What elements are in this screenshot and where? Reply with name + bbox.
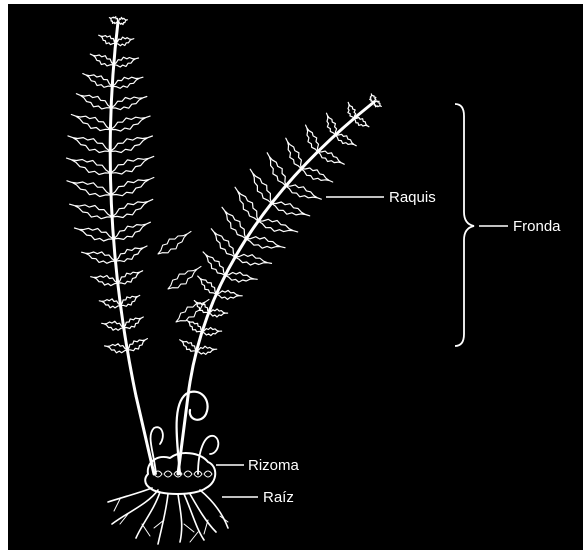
inner-pinna: [158, 231, 191, 254]
left-frond-pinna: [110, 156, 153, 174]
right-frond-pinna: [202, 328, 222, 336]
right-frond-pinna: [272, 202, 310, 216]
right-frond-pinna: [186, 320, 202, 332]
root: [178, 494, 182, 542]
left-frond-pinna: [105, 344, 128, 353]
label-raquis: Raquis: [389, 189, 436, 206]
left-frond-pinna: [112, 77, 143, 88]
label-raiz: Raíz: [263, 489, 294, 506]
fiddlehead: [177, 392, 208, 474]
left-frond-pinna: [116, 37, 134, 46]
rootlet: [220, 516, 228, 522]
left-frond-pinna: [111, 178, 154, 196]
right-frond-pinna: [370, 94, 376, 102]
left-frond-pinna: [99, 299, 120, 308]
right-frond-pinna: [286, 185, 322, 199]
right-frond-rachis: [188, 102, 374, 396]
right-frond-pinna: [327, 113, 337, 135]
left-frond-pinna: [67, 181, 111, 197]
rootlet: [204, 520, 208, 534]
root: [190, 494, 216, 532]
inner-pinna: [168, 266, 201, 289]
rhizome-scale: [164, 471, 172, 477]
rootlet: [184, 524, 194, 532]
rhizome-scale: [184, 471, 192, 477]
right-frond-pinna: [216, 290, 242, 299]
root: [158, 494, 168, 544]
right-frond-pinna: [222, 207, 246, 239]
left-frond-pinna: [109, 17, 118, 24]
left-frond-pinna: [127, 339, 147, 351]
left-frond-pinna: [121, 295, 140, 306]
left-frond-pinna: [112, 199, 153, 217]
diagram-canvas: Raquis Fronda Rizoma Raíz: [8, 4, 583, 550]
left-frond-pinna: [99, 35, 116, 44]
right-frond-pinna: [318, 151, 344, 164]
left-frond-pinna: [110, 136, 152, 153]
left-frond-pinna: [67, 158, 111, 174]
right-frond-pinna: [354, 118, 369, 127]
left-frond-pinna: [70, 204, 113, 219]
right-frond-pinna: [209, 309, 228, 317]
right-frond-pinna: [374, 101, 381, 107]
left-frond-pinna: [114, 222, 151, 239]
right-frond-pinna: [258, 219, 298, 232]
right-frond-pinna: [250, 169, 271, 203]
right-frond-pinna: [235, 254, 271, 265]
left-frond-pinna: [75, 228, 114, 241]
rootlet: [142, 524, 150, 536]
right-frond-pinna: [348, 102, 356, 118]
right-frond-pinna: [246, 237, 285, 249]
left-frond-pinna: [76, 94, 111, 109]
right-frond-pinna: [235, 187, 258, 221]
fern-diagram: Raquis Fronda Rizoma Raíz: [8, 4, 583, 550]
right-frond-pinna: [198, 276, 217, 294]
left-frond-pinna: [110, 116, 150, 131]
left-frond-pinna: [91, 276, 118, 286]
label-rizoma: Rizoma: [248, 457, 300, 474]
root: [136, 492, 160, 538]
right-frond-pinna: [180, 340, 197, 352]
left-frond-pinna: [118, 271, 143, 284]
right-frond-pinna: [335, 134, 356, 145]
right-frond-pinna: [301, 168, 333, 182]
fronda-bracket: [455, 104, 474, 346]
right-frond-pinna: [267, 153, 286, 186]
rootlet: [114, 499, 120, 511]
left-frond-pinna: [90, 54, 113, 66]
right-frond-pinna: [286, 138, 302, 169]
root: [108, 488, 152, 502]
left-frond-pinna: [111, 97, 147, 110]
left-frond-pinna: [83, 74, 112, 88]
left-frond-pinna: [102, 321, 124, 330]
root: [112, 490, 158, 524]
left-frond-pinna: [71, 115, 110, 131]
right-frond-pinna: [306, 125, 319, 152]
right-frond-pinna: [197, 346, 217, 354]
right-frond-pinna: [225, 272, 257, 282]
left-frond-pinna: [115, 246, 147, 262]
left-frond-pinna: [114, 57, 139, 67]
root: [200, 490, 228, 528]
inner-pinna: [176, 299, 209, 322]
left-frond-pinna: [124, 317, 144, 329]
left-frond-pinna: [118, 17, 127, 24]
label-fronda: Fronda: [513, 218, 561, 235]
rhizome-scale: [204, 471, 212, 477]
left-frond-pinna: [82, 252, 116, 263]
right-frond-pinna: [203, 252, 225, 276]
rootlet: [190, 532, 198, 542]
left-frond-pinna: [68, 136, 110, 153]
right-frond-pinna: [211, 229, 235, 257]
